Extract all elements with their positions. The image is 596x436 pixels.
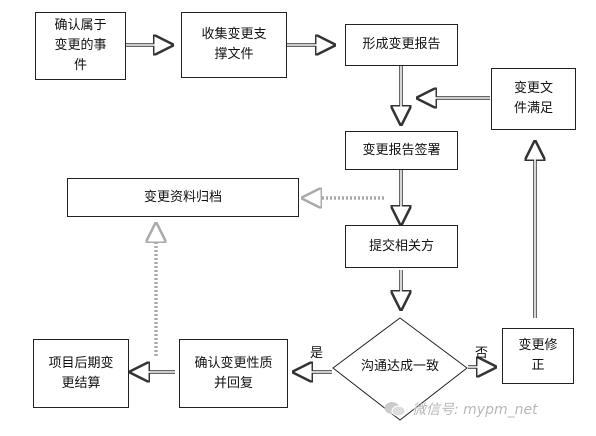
edge-label-no: 否 bbox=[475, 346, 489, 361]
watermark: 微信号: mypm_net bbox=[384, 397, 584, 421]
edge-label-yes: 是 bbox=[310, 346, 324, 361]
node-form-report: 形成变更报告 bbox=[345, 24, 458, 66]
node-communicate: 沟通达成一致 bbox=[360, 359, 439, 374]
wechat-icon bbox=[384, 402, 406, 417]
node-revise: 变更修 正 bbox=[502, 328, 574, 384]
node-collect-docs: 收集变更支 撑文件 bbox=[181, 12, 287, 78]
node-docs-satisfied: 变更文 件满足 bbox=[491, 68, 576, 130]
node-archive: 变更资料归档 bbox=[67, 178, 299, 217]
watermark-text: 微信号: mypm_net bbox=[412, 402, 538, 418]
node-sign-report: 变更报告签署 bbox=[345, 131, 458, 170]
node-confirm-event: 确认属于 变更的事 件 bbox=[35, 12, 126, 80]
node-submit: 提交相关方 bbox=[345, 225, 458, 268]
decision-diamond bbox=[332, 317, 468, 421]
node-settlement: 项目后期变 更结算 bbox=[33, 339, 129, 408]
node-confirm-quality: 确认变更性质 并回复 bbox=[179, 339, 288, 408]
